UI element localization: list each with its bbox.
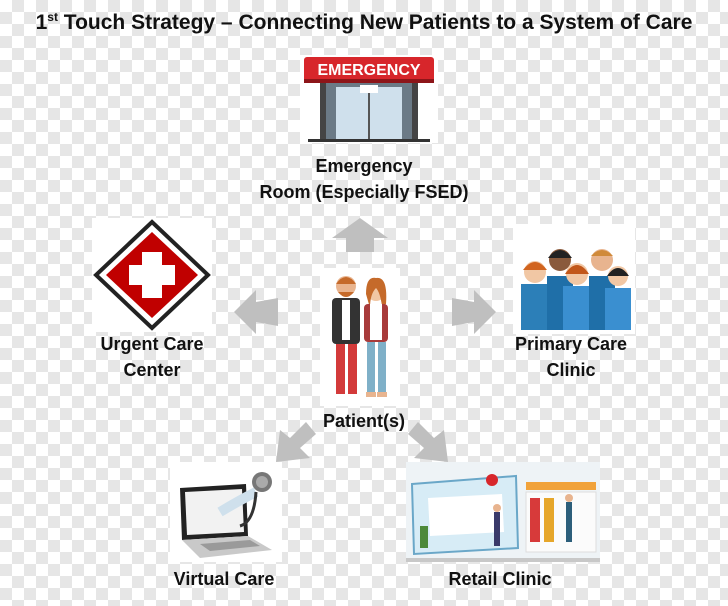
virtual-care-label: Virtual Care [173,569,275,589]
emergency-room-image: EMERGENCY [300,55,438,143]
page-title: 1st Touch Strategy – Connecting New Pati… [35,10,693,34]
urgent-care-label: Urgent Care Center [100,334,204,380]
arrow-down-right [404,418,454,466]
arrow-left [230,288,282,336]
arrow-down-left [270,418,320,466]
retail-clinic-image [406,462,600,562]
retail-clinic-label: Retail Clinic [448,569,552,589]
primary-care-label: Primary Care Clinic [514,334,628,380]
urgent-care-image [92,218,212,332]
virtual-care-image [170,462,282,562]
arrow-up [330,216,390,254]
primary-care-image [513,224,635,334]
emergency-sign-text: EMERGENCY [317,62,420,79]
patient-image [320,268,400,406]
emergency-room-label: Emergency Room (Especially FSED) [259,156,469,202]
patient-label: Patient(s) [322,411,405,431]
arrow-right [448,288,500,336]
